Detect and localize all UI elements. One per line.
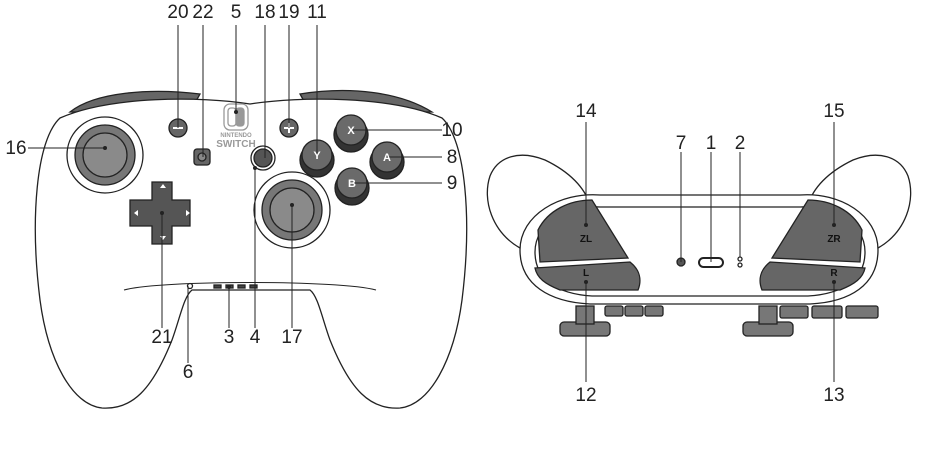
callout-2: 2 xyxy=(735,133,746,154)
callout-1: 1 xyxy=(706,133,717,154)
zl-label: ZL xyxy=(580,234,592,245)
callout-9: 9 xyxy=(447,173,458,194)
face-buttons-top xyxy=(604,305,879,319)
callout-19: 19 xyxy=(278,2,299,23)
l-label: L xyxy=(583,268,589,279)
callout-15: 15 xyxy=(823,101,844,122)
zr-trigger[interactable] xyxy=(770,199,863,263)
callout-8: 8 xyxy=(447,147,458,168)
callout-4: 4 xyxy=(250,327,261,348)
logo-text-switch: SWITCH xyxy=(216,139,255,150)
front-leader-lines xyxy=(28,25,442,363)
callout-3: 3 xyxy=(224,327,235,348)
callout-13: 13 xyxy=(823,385,844,406)
home-button[interactable] xyxy=(253,148,273,168)
callout-11: 11 xyxy=(307,2,327,23)
charge-led xyxy=(737,256,743,262)
callout-5: 5 xyxy=(231,2,242,23)
zr-label: ZR xyxy=(827,234,841,245)
y-button-label: Y xyxy=(313,150,321,162)
callout-20: 20 xyxy=(167,2,188,23)
zl-trigger[interactable] xyxy=(537,199,630,263)
callout-18: 18 xyxy=(254,2,275,23)
r-bumper[interactable] xyxy=(759,261,866,291)
callout-22: 22 xyxy=(192,2,213,23)
callout-21: 21 xyxy=(151,327,172,348)
b-button-label: B xyxy=(348,178,356,190)
l-bumper[interactable] xyxy=(534,261,641,291)
callout-7: 7 xyxy=(676,133,687,154)
callout-6: 6 xyxy=(183,362,194,383)
logo-text-nintendo: NINTENDO xyxy=(220,133,252,139)
callout-10: 10 xyxy=(441,120,462,141)
callout-16: 16 xyxy=(5,138,26,159)
x-button-label: X xyxy=(347,125,355,137)
left-analog-stick[interactable] xyxy=(82,132,128,178)
a-button-label: A xyxy=(383,152,391,164)
callout-12: 12 xyxy=(575,385,596,406)
front-view xyxy=(28,25,468,409)
r-label: R xyxy=(830,268,838,279)
top-leader-lines xyxy=(585,122,835,382)
top-view xyxy=(486,122,912,382)
callout-14: 14 xyxy=(575,101,597,122)
callout-17: 17 xyxy=(281,327,302,348)
